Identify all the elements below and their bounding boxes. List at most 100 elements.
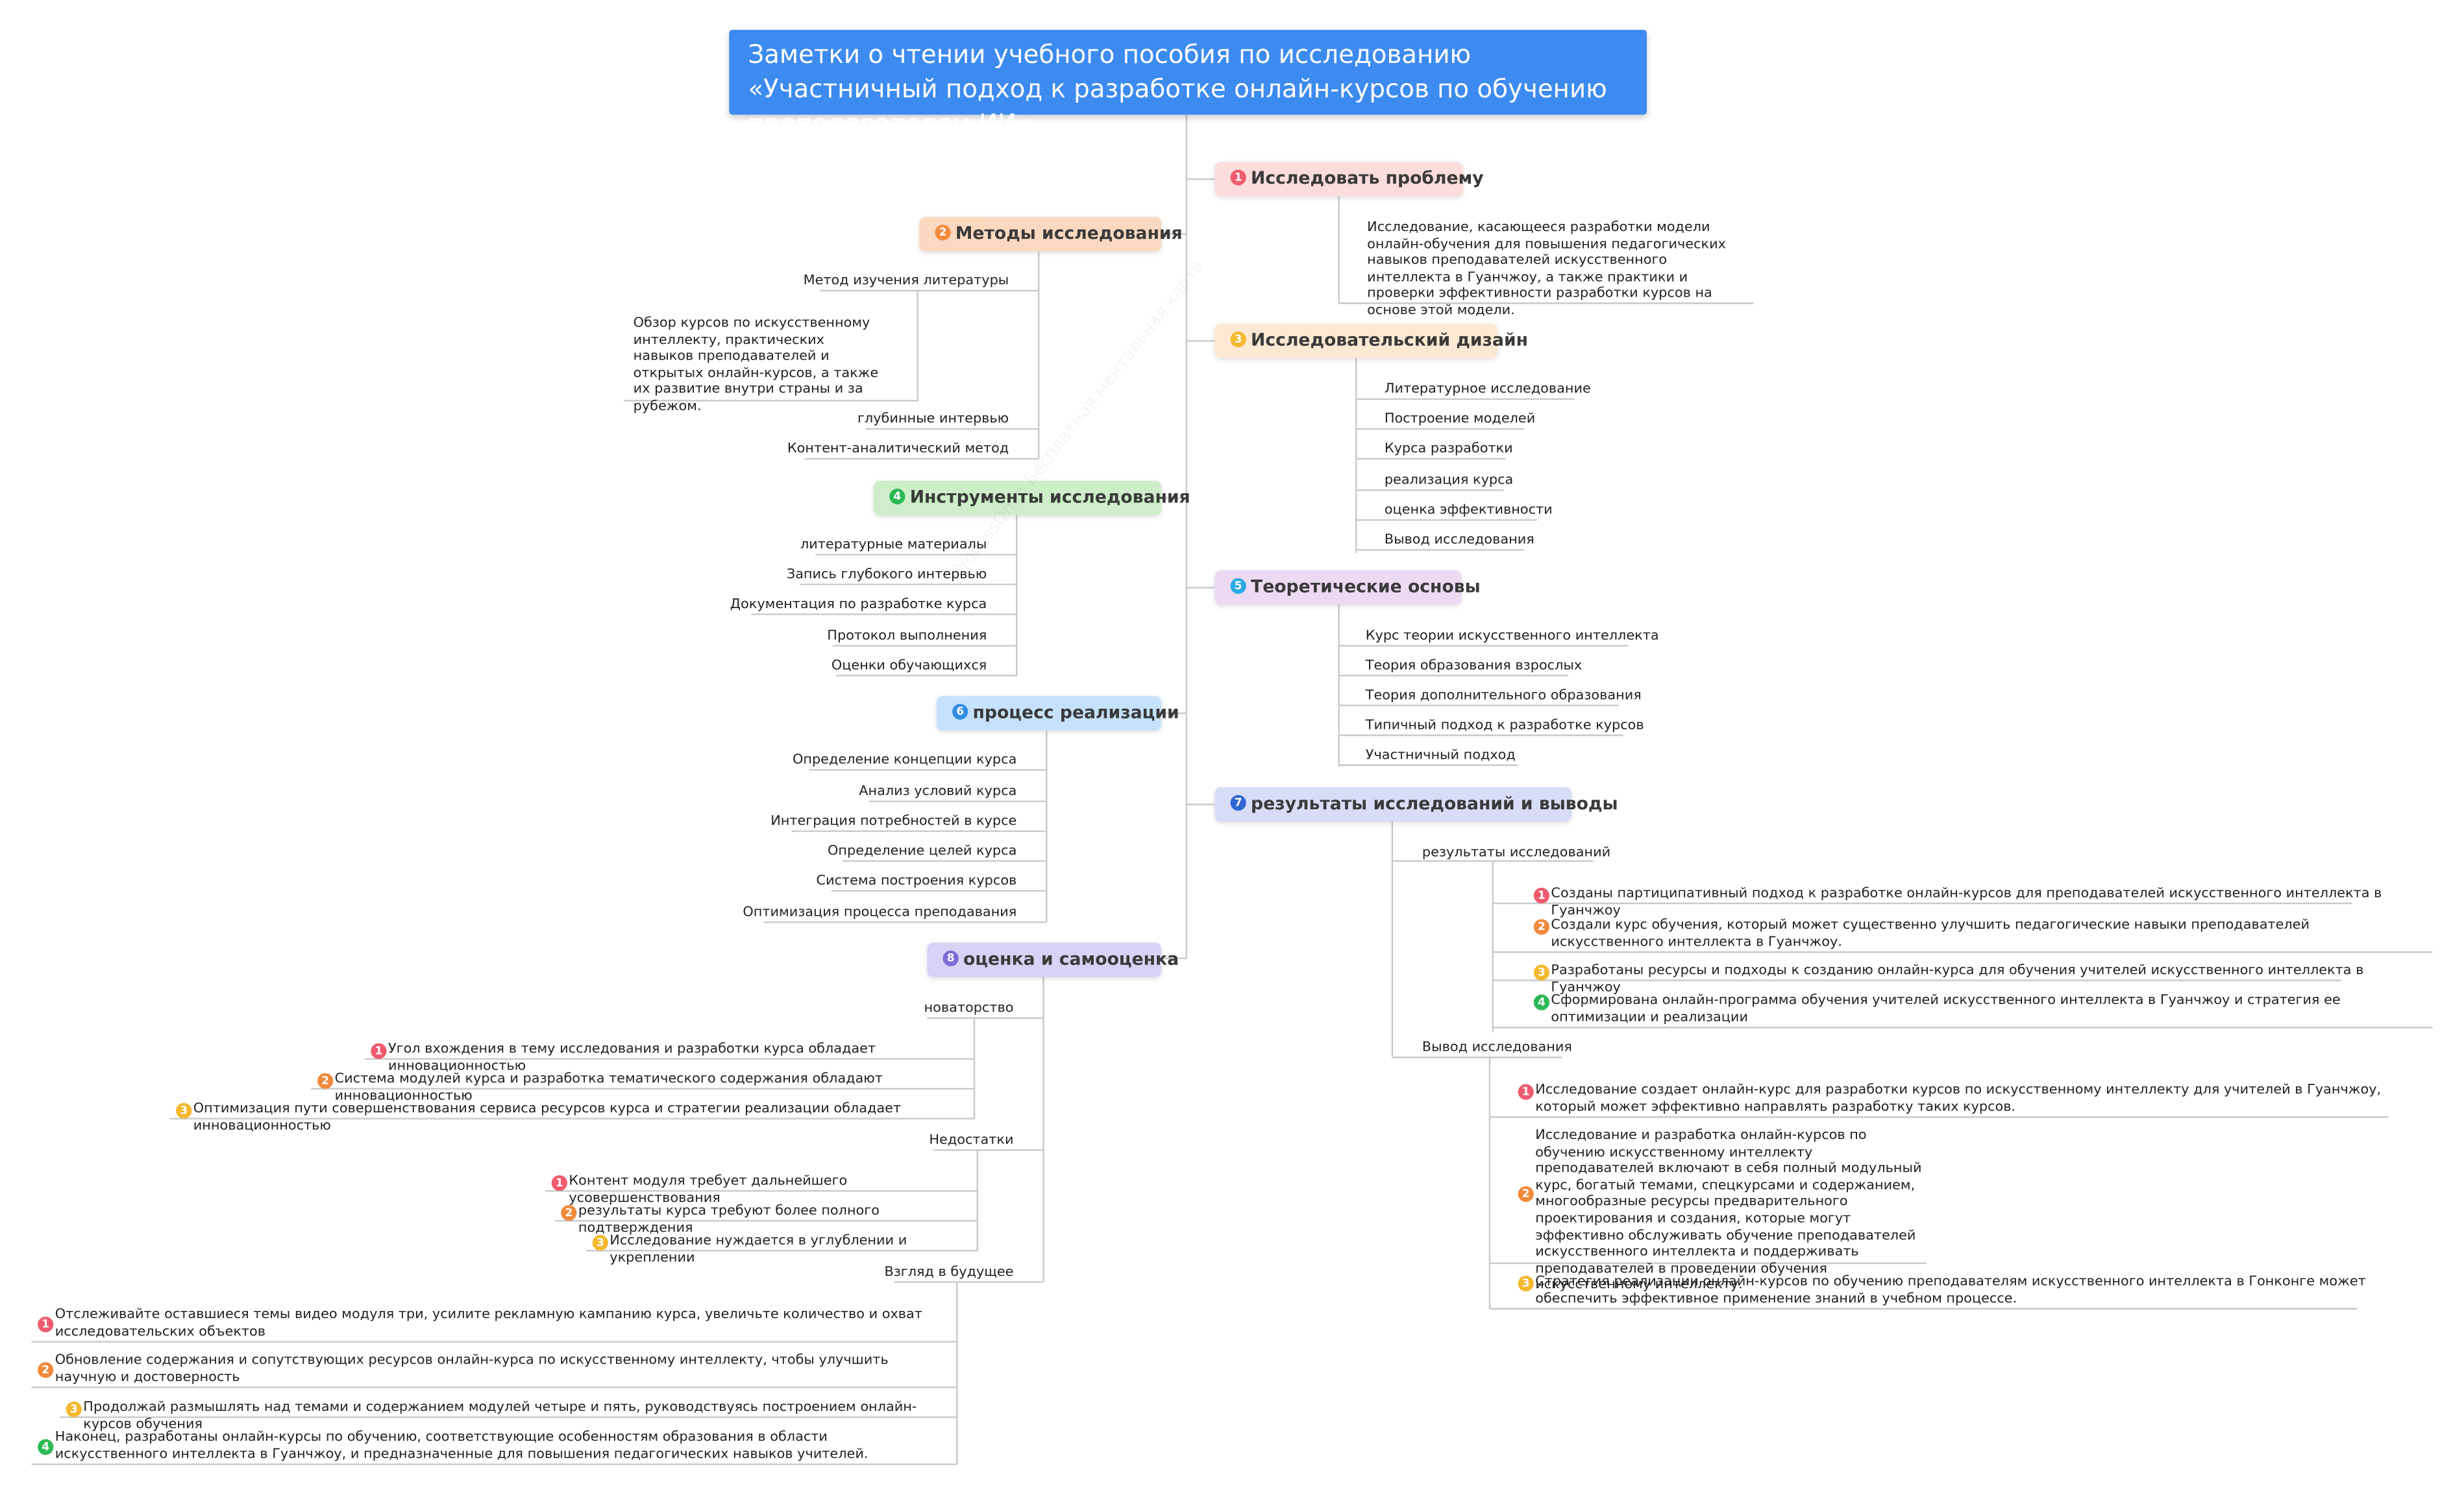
item-text: Наконец, разработаны онлайн-курсы по обу…: [55, 1430, 869, 1462]
central-topic[interactable]: Заметки о чтении учебного пособия по исс…: [729, 29, 1647, 138]
flaws-subtopic[interactable]: Недостатки: [929, 1132, 1014, 1149]
novelty-subtopic[interactable]: новаторство: [924, 1001, 1014, 1017]
item-text: Система модулей курса и разработка темат…: [334, 1071, 883, 1104]
number-badge: 1: [1230, 169, 1246, 186]
future-subtopic[interactable]: Взгляд в будущее: [884, 1264, 1014, 1281]
item-text: Продолжай размышлять над темами и содерж…: [83, 1400, 917, 1432]
topic-label: Инструменты исследования: [909, 487, 1190, 508]
number-badge: 1: [38, 1316, 54, 1332]
item-text: Исследование и разработка онлайн-курсов …: [1535, 1128, 1922, 1294]
number-badge: 3: [1533, 964, 1550, 981]
number-badge: 3: [1518, 1275, 1534, 1291]
process-item[interactable]: Определение целей курса: [828, 844, 1017, 860]
item-text: Оптимизация пути совершенствования серви…: [193, 1101, 902, 1134]
number-badge: 1: [371, 1043, 387, 1059]
design-item[interactable]: оценка эффективности: [1384, 502, 1553, 519]
central-title: Заметки о чтении учебного пособия по исс…: [748, 39, 1607, 139]
topic-label: Методы исследования: [955, 223, 1183, 244]
theory-item[interactable]: Теория дополнительного образования: [1365, 688, 1642, 704]
item-text: результаты курса требуют более полного п…: [578, 1203, 880, 1236]
theory-item[interactable]: Теория образования взрослых: [1365, 658, 1583, 674]
tool-item[interactable]: Протокол выполнения: [827, 628, 987, 644]
number-badge: 1: [1518, 1084, 1534, 1100]
design-item[interactable]: Литературное исследование: [1384, 382, 1591, 398]
process-item[interactable]: Анализ условий курса: [859, 784, 1017, 800]
design-item[interactable]: Вывод исследования: [1384, 532, 1534, 548]
item-text: Исследование создает онлайн-курс для раз…: [1535, 1083, 2382, 1115]
item-text: Разработаны ресурсы и подходы к созданию…: [1551, 963, 2364, 996]
number-badge: 6: [952, 704, 968, 720]
method-item[interactable]: Контент-аналитический метод: [787, 441, 1009, 458]
number-badge: 4: [38, 1439, 54, 1455]
process-item[interactable]: Оптимизация процесса преподавания: [743, 905, 1017, 921]
item-text: Отслеживайте оставшиеся темы видео модул…: [55, 1307, 922, 1340]
tool-item[interactable]: Запись глубокого интервью: [786, 567, 987, 583]
topic-label: Исследовательский дизайн: [1251, 330, 1529, 350]
number-badge: 3: [1230, 331, 1246, 348]
topic-results-conclusions[interactable]: 7 результаты исследований и выводы: [1214, 787, 1618, 822]
tool-item[interactable]: литературные материалы: [800, 537, 987, 554]
number-badge: 1: [551, 1175, 567, 1192]
number-badge: 4: [1533, 994, 1550, 1010]
item-text: Стратегия реализации онлайн-курсов по об…: [1535, 1274, 2366, 1307]
topic-research-design[interactable]: 3 Исследовательский дизайн: [1214, 323, 1528, 358]
topic-label: оценка и самооценка: [963, 949, 1179, 970]
number-badge: 2: [561, 1205, 577, 1221]
number-badge: 2: [317, 1073, 334, 1089]
number-badge: 2: [1533, 919, 1550, 935]
results-subtopic[interactable]: результаты исследований: [1422, 845, 1611, 861]
design-item[interactable]: Курса разработки: [1384, 441, 1513, 458]
item-text: Создали курс обучения, который может сущ…: [1551, 917, 2310, 950]
theory-item[interactable]: Курс теории искусственного интеллекта: [1365, 628, 1659, 644]
item-text: Исследование нуждается в углублении и ук…: [610, 1233, 907, 1266]
topic-label: результаты исследований и выводы: [1251, 793, 1618, 814]
number-badge: 3: [66, 1401, 82, 1417]
tool-item[interactable]: Документация по разработке курса: [730, 596, 987, 613]
number-badge: 2: [935, 225, 951, 241]
item-text: Контент модуля требует дальнейшего усове…: [569, 1173, 848, 1206]
number-badge: 5: [1230, 578, 1246, 594]
process-item[interactable]: Интеграция потребностей в курсе: [770, 814, 1017, 830]
tool-item[interactable]: Оценки обучающихся: [831, 658, 987, 674]
theory-item[interactable]: Типичный подход к разработке курсов: [1365, 718, 1644, 734]
topic-label: процесс реализации: [972, 702, 1179, 723]
process-item[interactable]: Система построения курсов: [816, 874, 1017, 890]
topic-research-problem[interactable]: 1 Исследовать проблему: [1214, 162, 1484, 197]
number-badge: 7: [1230, 794, 1246, 811]
method-item[interactable]: Метод изучения литературы: [803, 273, 1009, 289]
method-description: Обзор курсов по искусственному интеллект…: [633, 315, 879, 415]
number-badge: 2: [1518, 1186, 1534, 1202]
theory-item[interactable]: Участничный подход: [1365, 748, 1516, 764]
item-text: Угол вхождения в тему исследования и раз…: [388, 1042, 876, 1074]
design-item[interactable]: реализация курса: [1384, 472, 1514, 489]
topic-label: Исследовать проблему: [1251, 168, 1484, 189]
method-item[interactable]: глубинные интервью: [857, 411, 1009, 428]
design-item[interactable]: Построение моделей: [1384, 411, 1536, 428]
conclusion-subtopic[interactable]: Вывод исследования: [1422, 1040, 1572, 1056]
process-item[interactable]: Определение концепции курса: [792, 752, 1017, 768]
